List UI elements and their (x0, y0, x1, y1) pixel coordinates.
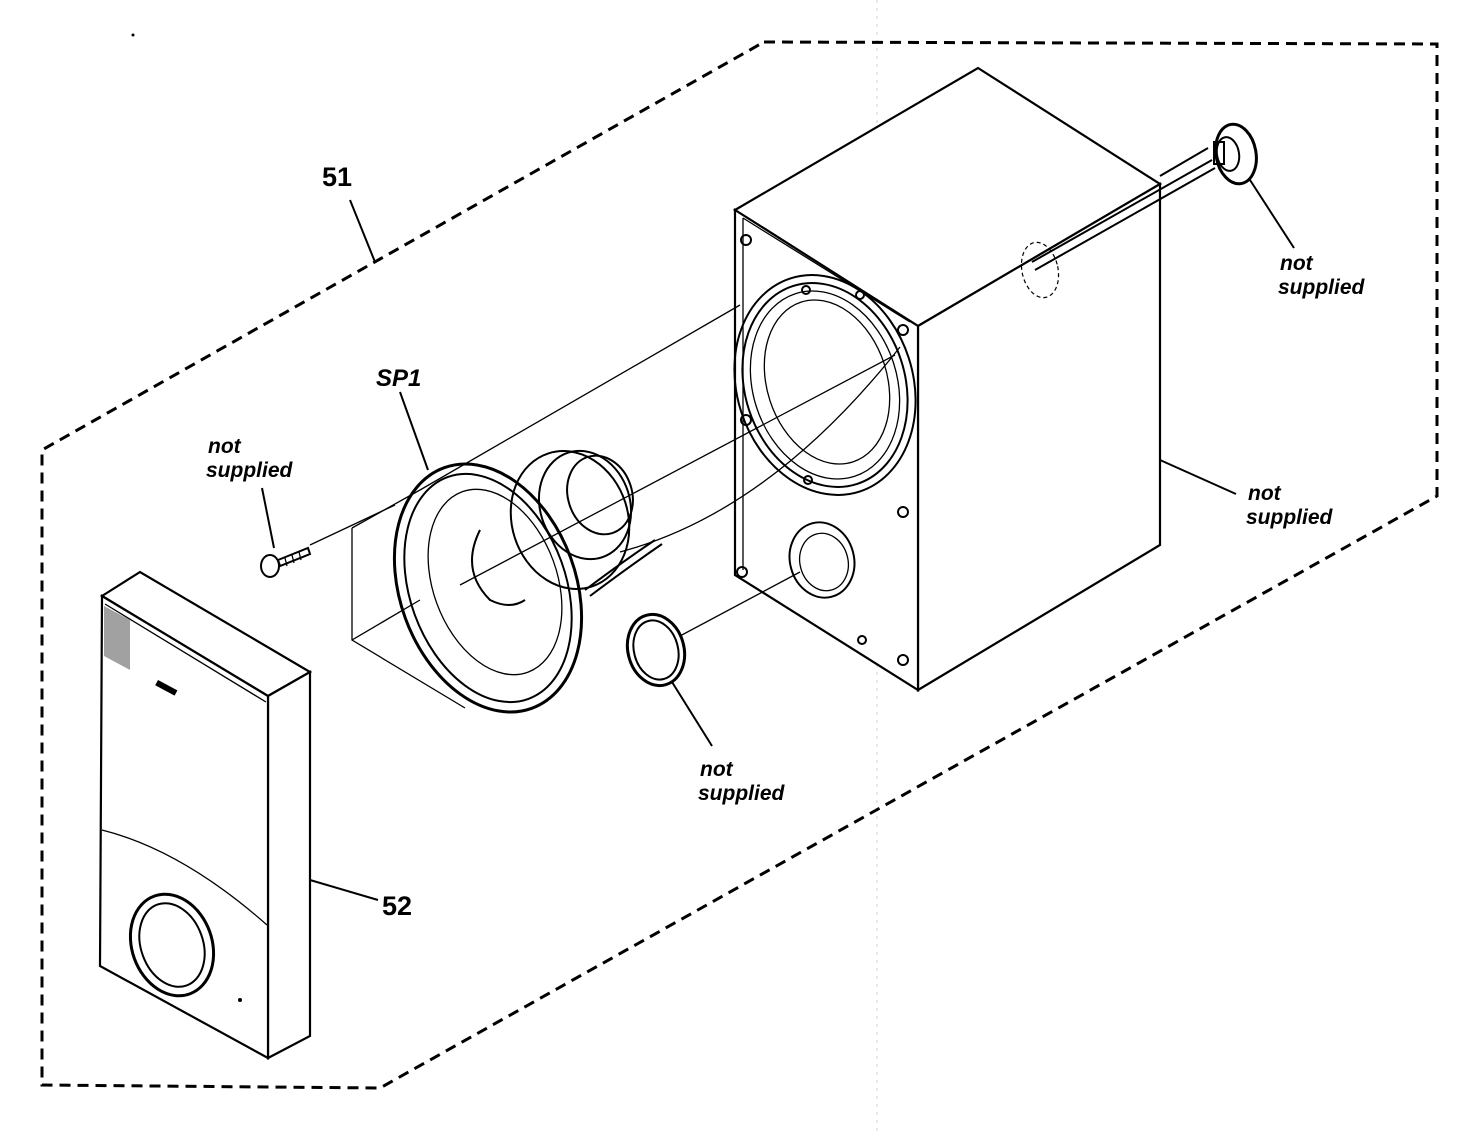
leader-screw (261, 487, 275, 549)
leader-52 (309, 879, 379, 901)
label-ring-not: not (700, 758, 734, 781)
leader-51 (349, 199, 376, 263)
label-screw-supplied: supplied (206, 459, 294, 482)
leader-terminal (1249, 179, 1295, 249)
assembly-boundary (40, 40, 1439, 1090)
label-52: 52 (382, 891, 412, 921)
explode-line-top (419, 304, 741, 491)
woofer-unit (351, 449, 663, 714)
explode-line-wire (619, 346, 901, 553)
leader-ring (671, 681, 713, 747)
leader-sp1 (399, 391, 429, 471)
label-screw-not: not (208, 435, 242, 458)
explode-line-center (459, 354, 896, 586)
leader-cabinet (1159, 459, 1237, 495)
port-ring-part (625, 571, 801, 688)
label-ring-supplied: supplied (698, 782, 786, 805)
scan-speck (131, 33, 135, 37)
terminal-part (1031, 122, 1258, 271)
label-terminal-supplied: supplied (1278, 276, 1366, 299)
label-51: 51 (322, 162, 352, 192)
front-grille (98, 570, 313, 1060)
explode-line-screw (309, 504, 396, 546)
label-cabinet-supplied: supplied (1246, 506, 1334, 529)
speaker-cabinet (732, 66, 1163, 692)
label-terminal-not: not (1280, 252, 1314, 275)
label-cabinet-not: not (1248, 482, 1282, 505)
screw-part (260, 546, 312, 578)
label-sp1: SP1 (376, 365, 421, 392)
